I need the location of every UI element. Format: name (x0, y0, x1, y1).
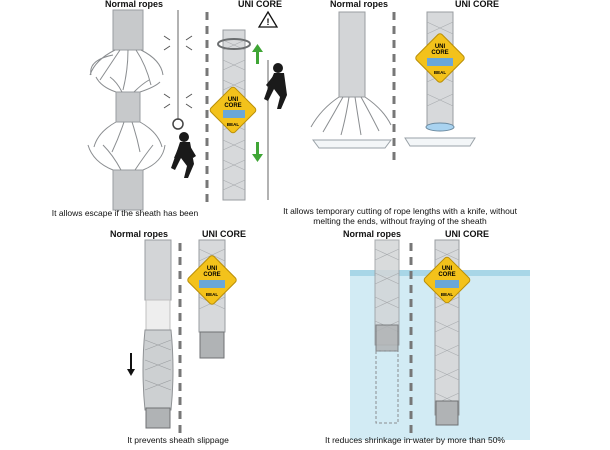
panel-slippage: Normal ropes UNI CORE UNI CORE BEAL It p… (0, 225, 305, 450)
slippage-illustration: UNI CORE BEAL (127, 239, 237, 435)
warning-icon (257, 10, 279, 28)
badge-brand: BEAL (227, 122, 240, 127)
rope-segment (144, 239, 172, 301)
shrinkage-illustration: UNI CORE BEAL (350, 239, 530, 440)
exposed-core (145, 299, 171, 331)
caption: It prevents sheath slippage (118, 435, 238, 445)
caption-line: It allows escape if the sheath has been (51, 208, 199, 218)
rope-segment (338, 11, 366, 98)
badge-brand: BEAL (441, 292, 454, 297)
badge-text: UNI (207, 266, 218, 272)
caption-line: It allows temporary cutting of rope leng… (283, 206, 517, 216)
climber-figure (264, 63, 287, 109)
frayed-fibres (310, 96, 392, 136)
arrow-down-icon (127, 353, 135, 376)
uni-core-label: UNI CORE (455, 0, 500, 9)
badge-text: UNI (435, 44, 446, 50)
badge-text: UNI (442, 266, 453, 272)
uni-core-label: UNI CORE (238, 0, 283, 9)
badge-text: CORE (438, 272, 455, 278)
arrow-up-icon (252, 44, 263, 64)
panel-escape: Normal ropes UNI CORE (0, 0, 305, 225)
arrow-down-icon (252, 142, 263, 162)
uni-core-label: UNI CORE (202, 229, 247, 239)
badge-brand: BEAL (206, 292, 219, 297)
svg-text:!: ! (267, 17, 270, 27)
badge-text: CORE (431, 50, 448, 56)
rope-ring (217, 38, 251, 50)
carabiner (172, 118, 184, 130)
knife-blade (404, 137, 476, 147)
bunched-sheath (142, 329, 174, 411)
badge-brand: BEAL (434, 70, 447, 75)
normal-ropes-label: Normal ropes (110, 229, 169, 239)
badge-text: UNI (228, 97, 239, 103)
caption-line: It prevents sheath slippage (127, 435, 229, 445)
rope-segment (112, 9, 144, 51)
frayed-fibres (87, 49, 166, 171)
shrinkage-outline (375, 350, 399, 424)
caption: It reduces shrinkage in water by more th… (315, 435, 515, 445)
panel-cutting: Normal ropes UNI CORE UNI CORE BEAL It a… (283, 0, 610, 226)
normal-ropes-label: Normal ropes (343, 229, 402, 239)
caption-line: melting the ends, without fraying of the… (313, 216, 487, 226)
uni-core-label: UNI CORE (445, 229, 490, 239)
knife-blade (312, 139, 392, 149)
rope-end-cap (145, 407, 171, 429)
normal-ropes-label: Normal ropes (330, 0, 389, 9)
panel-shrinkage: Normal ropes UNI CORE UNI CORE BEAL It r… (305, 225, 610, 450)
escape-illustration: ! UNI CORE BEAL (87, 9, 287, 211)
cutting-illustration: UNI CORE BEAL (310, 11, 476, 160)
climber-figure (171, 132, 196, 178)
rope-segment (115, 91, 141, 123)
caption: It allows escape if the sheath has been (45, 208, 205, 218)
badge-text: CORE (224, 103, 241, 109)
rope-end-cap (375, 324, 399, 352)
rope-end-cap (435, 400, 459, 426)
rope-ring (425, 122, 455, 132)
rope-end-cap (199, 331, 225, 359)
normal-ropes-label: Normal ropes (105, 0, 164, 9)
rope-segment (112, 169, 144, 211)
caption-line: It reduces shrinkage in water by more th… (324, 435, 505, 445)
badge-text: CORE (203, 272, 220, 278)
caption: It allows temporary cutting of rope leng… (265, 206, 535, 226)
break-sparks (163, 35, 193, 109)
